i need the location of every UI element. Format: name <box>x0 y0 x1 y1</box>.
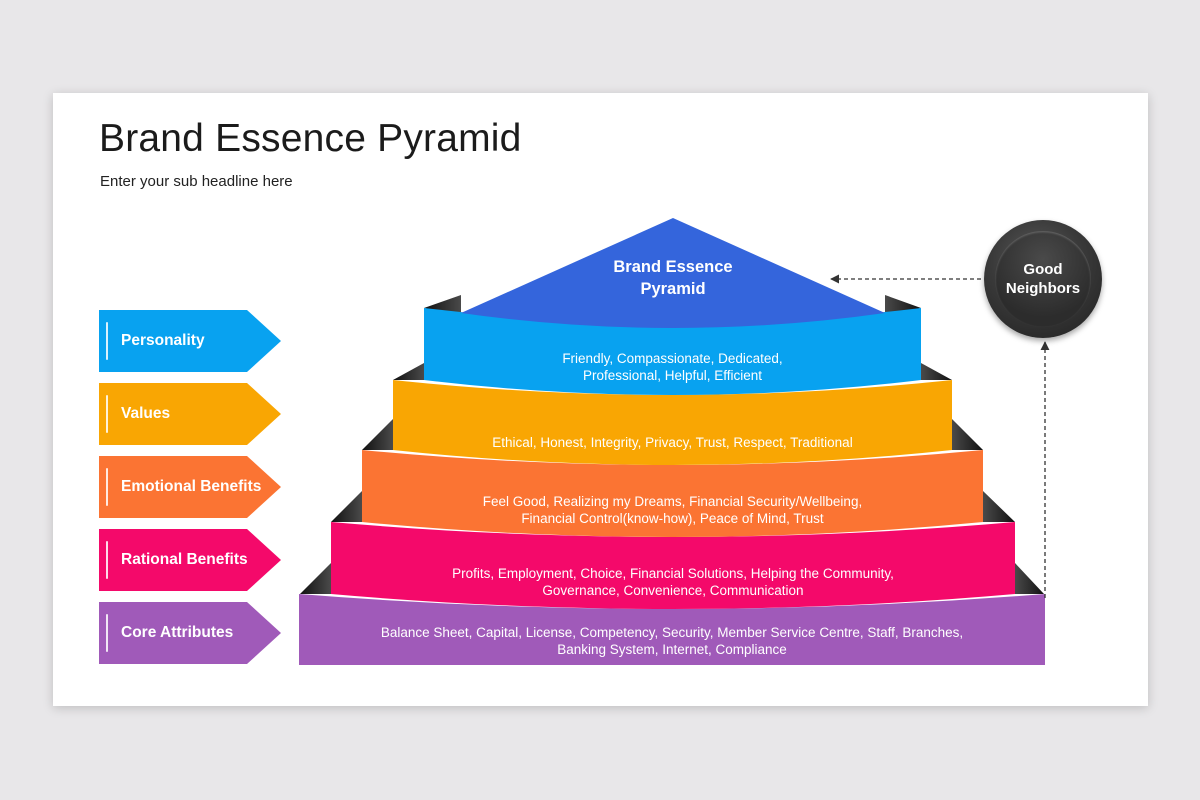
apex-line: Brand Essence <box>613 258 733 276</box>
fold-shadow-left <box>300 563 331 594</box>
fold-shadow-right <box>952 419 983 450</box>
level-line: Governance, Convenience, Communication <box>542 583 804 598</box>
category-tag-label: Personality <box>121 332 205 349</box>
tag-stripe <box>106 468 108 506</box>
apex-line: Pyramid <box>640 280 706 298</box>
pyramid-level-text: Balance Sheet, Capital, License, Compete… <box>299 621 1045 661</box>
fold-shadow-right <box>921 363 952 380</box>
category-tag-core-attributes: Core Attributes <box>99 602 281 664</box>
pyramid-level-text: Feel Good, Realizing my Dreams, Financia… <box>362 490 983 530</box>
tag-stripe <box>106 322 108 360</box>
fold-shadow-right <box>885 295 921 315</box>
pyramid-level-text: Profits, Employment, Choice, Financial S… <box>331 562 1015 602</box>
fold-shadow-left <box>424 295 461 315</box>
pyramid-apex <box>461 218 885 328</box>
fold-shadow-left <box>331 491 362 522</box>
category-tag-emotional-benefits: Emotional Benefits <box>99 456 281 518</box>
category-tag-label: Emotional Benefits <box>121 478 262 495</box>
pyramid-level-rational-benefits <box>331 522 1015 609</box>
fold-shadow-right <box>1015 563 1044 594</box>
page-subtitle: Enter your sub headline here <box>100 173 293 190</box>
category-tag-label: Rational Benefits <box>121 551 248 568</box>
pyramid-level-values <box>393 380 952 465</box>
level-line: Friendly, Compassionate, Dedicated, <box>562 351 783 366</box>
badge-line: Neighbors <box>1005 280 1081 297</box>
category-tag-rational-benefits: Rational Benefits <box>99 529 281 591</box>
category-tag-label: Core Attributes <box>121 624 234 641</box>
slide: Brand Essence Pyramid Enter your sub hea… <box>53 93 1148 706</box>
fold-shadow-left <box>393 363 424 380</box>
level-line: Profits, Employment, Choice, Financial S… <box>452 566 894 581</box>
tag-stripe <box>106 614 108 652</box>
pyramid-level-core-attributes <box>299 594 1045 665</box>
category-tag-label: Values <box>121 405 171 422</box>
pyramid-diagram <box>299 218 1050 665</box>
pyramid-apex-text: Brand Essence Pyramid <box>573 255 773 301</box>
badge-inner-circle <box>995 231 1091 327</box>
level-line: Financial Control(know-how), Peace of Mi… <box>521 511 824 526</box>
level-line: Professional, Helpful, Efficient <box>582 368 763 383</box>
badge-label: Good Neighbors <box>984 220 1102 338</box>
badge-line: Good <box>1023 261 1063 278</box>
good-neighbors-badge: Good Neighbors <box>984 220 1102 338</box>
pyramid-level-text: Ethical, Honest, Integrity, Privacy, Tru… <box>393 424 952 460</box>
tag-stripe <box>106 541 108 579</box>
pyramid-level-text: Friendly, Compassionate, Dedicated, Prof… <box>424 347 921 387</box>
level-line: Balance Sheet, Capital, License, Compete… <box>380 625 964 640</box>
level-line: Banking System, Internet, Compliance <box>557 642 787 657</box>
pyramid-level-personality <box>424 308 921 395</box>
pyramid-level-emotional-benefits <box>362 450 983 537</box>
fold-shadow-left <box>362 419 393 450</box>
level-line: Feel Good, Realizing my Dreams, Financia… <box>482 494 863 509</box>
category-tag-personality: Personality <box>99 310 281 372</box>
tag-stripe <box>106 395 108 433</box>
level-line: Ethical, Honest, Integrity, Privacy, Tru… <box>492 434 853 450</box>
category-tag-values: Values <box>99 383 281 445</box>
page-title: Brand Essence Pyramid <box>99 117 522 160</box>
fold-shadow-right <box>983 491 1015 522</box>
